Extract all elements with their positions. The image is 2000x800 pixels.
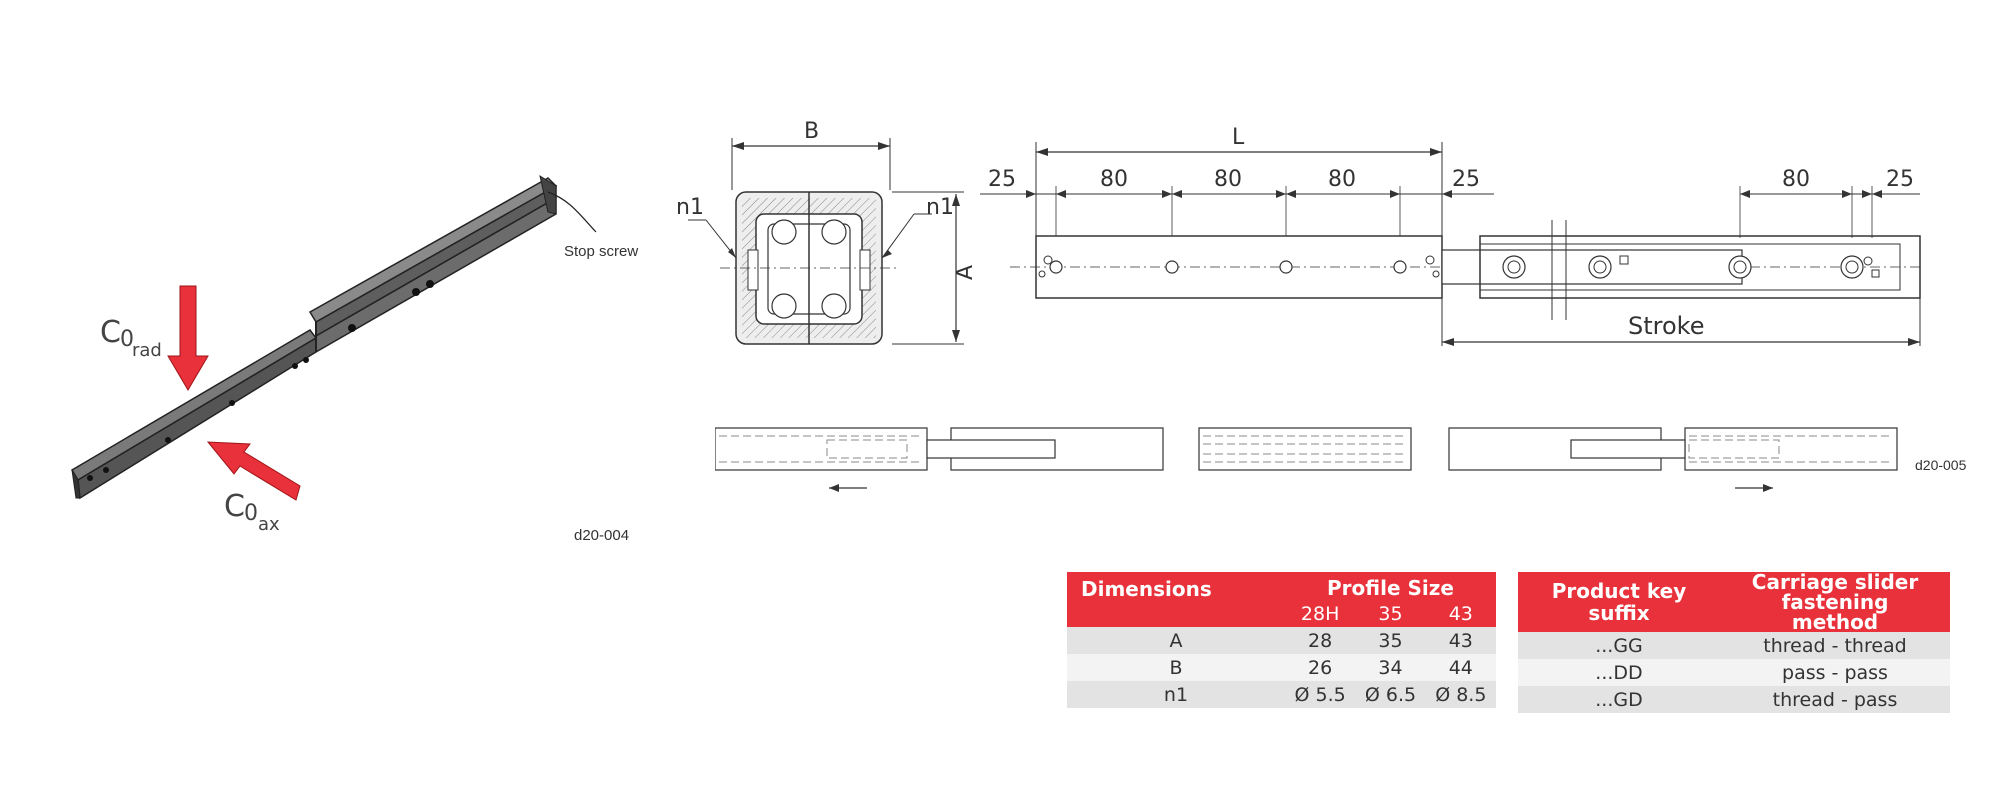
profile-size-header: Profile Size [1284,572,1496,601]
product-key-suffix-table: Product key suffix Carriage slider faste… [1518,572,1950,713]
side-view: L 25 80 80 80 25 80 25 [980,125,1921,346]
c-rad-label: C [100,315,121,350]
size-35: 35 [1355,601,1426,627]
rail-side-profile [1010,220,1921,320]
dim-80-right: 80 [1782,167,1810,192]
dim-25-mid: 25 [1452,167,1480,192]
cell: 44 [1425,654,1496,681]
table-row: ...GD thread - pass [1518,686,1950,713]
method-cell: thread - pass [1720,686,1950,713]
label-n1-right: n1 [926,195,954,220]
row-label: n1 [1067,681,1285,708]
cell: 35 [1355,627,1426,654]
label-n1-left: n1 [676,195,704,220]
dimensions-header: Dimensions [1067,572,1285,601]
c-rad-sub-0: 0 [120,327,134,352]
isometric-rail-view: Stop screw C 0 rad C 0 ax d20-004 [70,174,638,544]
size-28h: 28H [1284,601,1356,627]
table-row: ...DD pass - pass [1518,659,1950,686]
profile-section [720,191,900,345]
method-cell: pass - pass [1720,659,1950,686]
table-row: A 28 35 43 [1067,627,1496,654]
cell: 28 [1284,627,1356,654]
table-row: ...GG thread - thread [1518,632,1950,659]
suffix-header: Product key suffix [1518,572,1720,632]
dim-25-right: 25 [1886,167,1914,192]
cell: 26 [1284,654,1356,681]
dim-25-left: 25 [988,167,1016,192]
c-ax-label: C [224,489,245,524]
stop-screw-label: Stop screw [564,243,638,260]
table-row: B 26 34 44 [1067,654,1496,681]
method-header: Carriage slider fastening method [1720,572,1950,632]
suffix-cell: ...GD [1518,686,1720,713]
schematic-view: d20-005 [715,427,1967,492]
dim-80-1: 80 [1100,167,1128,192]
dim-80-2: 80 [1214,167,1242,192]
method-cell: thread - thread [1720,632,1950,659]
label-stroke: Stroke [1628,312,1704,340]
label-b: B [804,119,819,144]
cell: Ø 6.5 [1355,681,1426,708]
cell: 43 [1425,627,1496,654]
cell: Ø 8.5 [1425,681,1496,708]
c-ax-sub-0: 0 [244,501,258,526]
stop-screw-leader [547,191,597,233]
cross-section-view: B A n1 n1 [676,119,978,345]
c-rad-sub-rad: rad [132,340,162,361]
figure-id-iso: d20-004 [574,527,629,544]
label-a: A [953,265,978,280]
size-43: 43 [1425,601,1496,627]
suffix-cell: ...GG [1518,632,1720,659]
dim-80-3: 80 [1328,167,1356,192]
suffix-cell: ...DD [1518,659,1720,686]
dimensions-table: Dimensions Profile Size 28H 35 43 A 28 3… [1067,572,1496,708]
radial-load-arrow [167,285,209,391]
label-l: L [1232,125,1245,150]
table-row: n1 Ø 5.5 Ø 6.5 Ø 8.5 [1067,681,1496,708]
row-label: A [1067,627,1285,654]
figure-id-schematic: d20-005 [1915,457,1967,473]
c-ax-sub-ax: ax [258,514,280,535]
rail-body [70,174,558,500]
cell: Ø 5.5 [1284,681,1356,708]
axial-load-arrow [206,441,301,501]
row-label: B [1067,654,1285,681]
cell: 34 [1355,654,1426,681]
blank-header [1067,601,1285,627]
